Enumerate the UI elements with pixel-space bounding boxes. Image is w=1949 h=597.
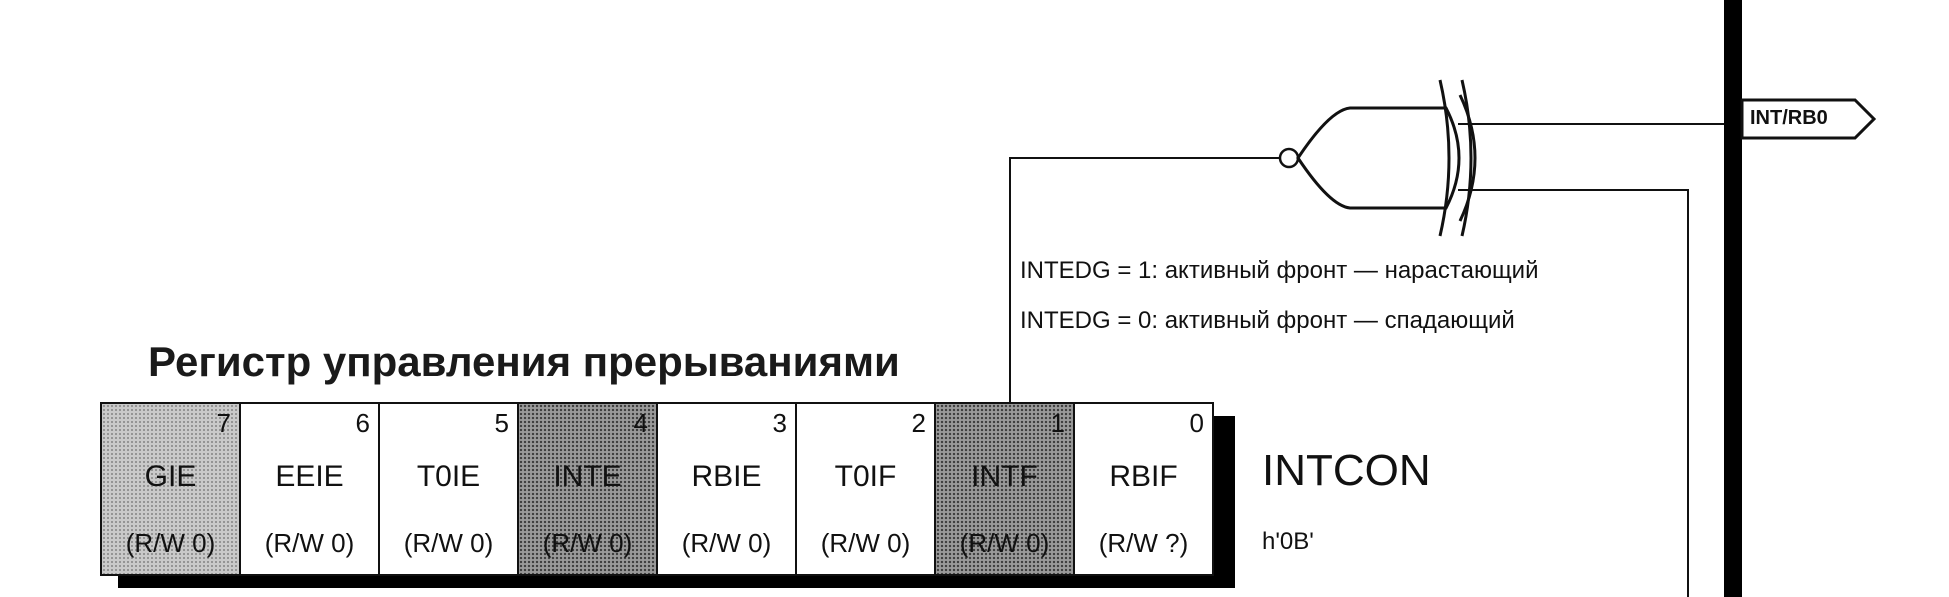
bit-access: (R/W 0) bbox=[959, 528, 1050, 558]
bit-number: 1 bbox=[1050, 408, 1065, 438]
bit-access: (R/W ?) bbox=[1098, 528, 1189, 558]
bit-number: 2 bbox=[911, 408, 926, 438]
wire-break-mark-1 bbox=[1438, 79, 1451, 237]
bit-number: 7 bbox=[216, 408, 231, 438]
bit-name: T0IE bbox=[416, 460, 481, 493]
pin-label: INT/RB0 bbox=[1750, 107, 1828, 129]
xnor-output-wire bbox=[1009, 157, 1280, 404]
xnor-gate-symbol bbox=[1296, 106, 1461, 210]
register-address: h'0B' bbox=[1262, 528, 1314, 555]
bit-access: (R/W 0) bbox=[820, 528, 911, 558]
bit-access: (R/W 0) bbox=[125, 528, 216, 558]
bit-name: GIE bbox=[144, 460, 197, 493]
register-name: INTCON bbox=[1262, 446, 1431, 495]
pin-label-flag bbox=[1740, 98, 1877, 140]
bit-name: RBIF bbox=[1109, 460, 1178, 493]
bit-access: (R/W 0) bbox=[403, 528, 494, 558]
bit-name: INTE bbox=[553, 460, 622, 493]
bit-access: (R/W 0) bbox=[681, 528, 772, 558]
bit-number: 0 bbox=[1189, 408, 1204, 438]
register-title: Регистр управления прерываниями bbox=[148, 338, 900, 385]
port-bus-bar bbox=[1724, 0, 1742, 597]
bit-name: RBIE bbox=[691, 460, 762, 493]
bit-access: (R/W 0) bbox=[542, 528, 633, 558]
bit-number: 5 bbox=[494, 408, 509, 438]
bit-name: EEIE bbox=[275, 460, 344, 493]
bit-number: 3 bbox=[772, 408, 787, 438]
bit-number: 6 bbox=[355, 408, 370, 438]
intedg-note-rising: INTEDG = 1: активный фронт — нарастающий bbox=[1020, 257, 1539, 284]
gate-inversion-bubble bbox=[1278, 147, 1300, 169]
bit-access: (R/W 0) bbox=[264, 528, 355, 558]
bit-name: INTF bbox=[971, 460, 1038, 493]
xor-input-arc bbox=[1458, 94, 1477, 222]
bit-number: 4 bbox=[633, 408, 648, 438]
intedg-input-wire bbox=[1458, 189, 1689, 597]
intedg-note-falling: INTEDG = 0: активный фронт — спадающий bbox=[1020, 307, 1515, 334]
bit-name: T0IF bbox=[834, 460, 897, 493]
wire-break-mark-2 bbox=[1460, 79, 1473, 237]
